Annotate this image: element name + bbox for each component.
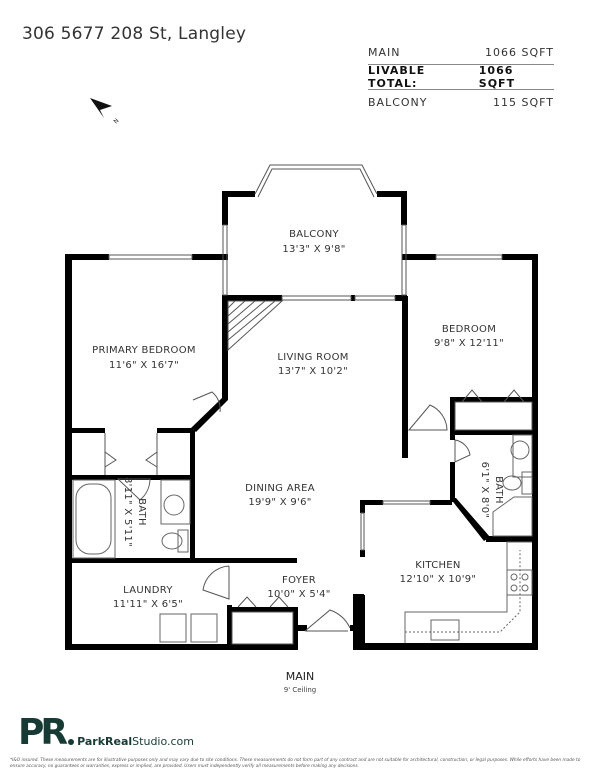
room-dims-bedroom: 9'8" X 12'11" [434, 338, 504, 349]
logo-dot [68, 739, 75, 745]
room-dims-kitchen: 12'10" X 10'9" [400, 574, 477, 585]
sink-icon [160, 479, 191, 525]
area-row-balcony: BALCONY 115 SQFT [368, 90, 554, 114]
bathtub-icon [72, 479, 116, 559]
floor-name: MAIN [286, 670, 315, 683]
room-name-balcony: BALCONY [289, 229, 339, 240]
brand-name-bold: ParkReal [77, 735, 133, 748]
area-summary-table: MAIN 1066 SQFT LIVABLE TOTAL: 1066 SQFT … [368, 40, 554, 114]
toilet-icon [521, 471, 533, 495]
room-name-primary-bedroom: PRIMARY BEDROOM [92, 345, 196, 356]
room-dims-bath-second: 6'1" X 8'0" [479, 462, 490, 519]
area-label: BALCONY [368, 95, 428, 109]
area-label: MAIN [368, 45, 401, 59]
area-value: 1066 SQFT [478, 64, 516, 90]
room-dims-bath-primary: 8'11" X 5'11" [122, 477, 133, 547]
area-label: LIVABLE TOTAL: [368, 64, 426, 90]
area-row-livable-total: LIVABLE TOTAL: 1066 SQFT [368, 64, 554, 90]
room-dims-laundry: 11'11" X 6'5" [113, 599, 183, 610]
room-name-living-room: LIVING ROOM [277, 352, 348, 363]
brand-name-rest: Studio.com [132, 735, 195, 748]
room-dims-foyer: 10'0" X 5'4" [267, 589, 330, 600]
area-row-main: MAIN 1066 SQFT [368, 40, 554, 64]
room-name-bath-primary: BATH [136, 498, 147, 526]
walls [65, 191, 538, 650]
north-arrow-icon: N [90, 98, 121, 125]
room-name-kitchen: KITCHEN [415, 560, 460, 571]
shower-icon [492, 496, 533, 537]
room-name-dining-area: DINING AREA [245, 483, 315, 494]
kitchen-counter [404, 541, 532, 643]
toilet-icon [177, 529, 189, 553]
floor-ceiling: 9' Ceiling [284, 686, 317, 694]
room-name-bath-second: BATH [493, 476, 504, 504]
brand-logo: PR ParkRealStudio.com [18, 712, 194, 753]
property-address: 306 5677 208 St, Langley [22, 24, 247, 44]
logo-mark: PR [18, 712, 68, 753]
room-dims-dining-area: 19'9" X 9'6" [248, 497, 311, 508]
room-name-foyer: FOYER [282, 575, 316, 586]
room-dims-primary-bedroom: 11'6" X 16'7" [109, 360, 179, 371]
washer-icon [159, 613, 187, 643]
area-value: 1066 SQFT [485, 45, 554, 59]
kitchen-sink-icon [430, 619, 460, 641]
north-label: N [112, 117, 120, 125]
room-labels: BALCONY 13'3" X 9'8" PRIMARY BEDROOM 11'… [92, 229, 504, 694]
windows-and-doors [104, 164, 533, 645]
fixtures [72, 434, 533, 643]
room-name-laundry: LAUNDRY [123, 585, 173, 596]
dryer-icon [190, 613, 218, 643]
area-value: 115 SQFT [493, 95, 554, 109]
room-dims-balcony: 13'3" X 9'8" [282, 244, 345, 255]
brand-name: ParkRealStudio.com [77, 736, 194, 748]
room-name-bedroom: BEDROOM [442, 324, 496, 335]
disclaimer: *I&O insured. These measurements are for… [10, 758, 581, 769]
room-dims-living-room: 13'7" X 10'2" [278, 366, 348, 377]
